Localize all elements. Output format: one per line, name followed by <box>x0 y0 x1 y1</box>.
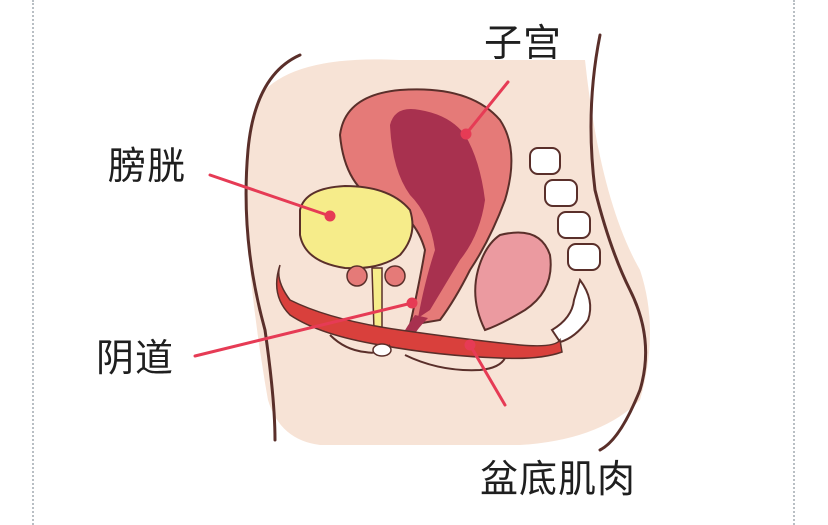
vertebra-1 <box>529 147 561 175</box>
pubic-node-right <box>384 265 406 287</box>
uterus-inner <box>390 109 485 318</box>
frame-border-left <box>32 0 34 525</box>
vertebra-3 <box>557 211 591 239</box>
bladder <box>299 184 414 270</box>
pointer-line-pelvic-floor <box>468 343 507 407</box>
vertebra-2 <box>544 179 578 207</box>
pelvic-bone-small <box>372 343 392 357</box>
frame-border-right <box>793 0 795 525</box>
rectum <box>474 231 552 332</box>
pointer-dot-pelvic-floor <box>464 339 476 351</box>
pelvic-bone-middle <box>404 354 506 372</box>
pelvic-floor-muscle <box>275 264 563 360</box>
label-uterus: 子宫 <box>484 21 563 65</box>
pubic-node-left <box>346 265 368 287</box>
label-vagina: 阴道 <box>96 336 175 380</box>
pointer-dot-bladder <box>324 210 336 222</box>
pointer-line-uterus <box>464 80 510 136</box>
pointer-line-vagina <box>193 301 414 358</box>
pointer-dot-uterus <box>460 128 472 140</box>
label-pelvic-floor: 盆底肌肉 <box>480 457 637 501</box>
vertebra-4 <box>567 243 601 271</box>
label-bladder: 膀胱 <box>108 144 187 188</box>
pointer-dot-vagina <box>406 297 418 309</box>
body-outline-back <box>589 33 648 452</box>
body-outline-front <box>244 53 302 442</box>
urethra <box>371 267 383 331</box>
coccyx <box>550 277 592 344</box>
pointer-line-bladder <box>208 173 332 218</box>
